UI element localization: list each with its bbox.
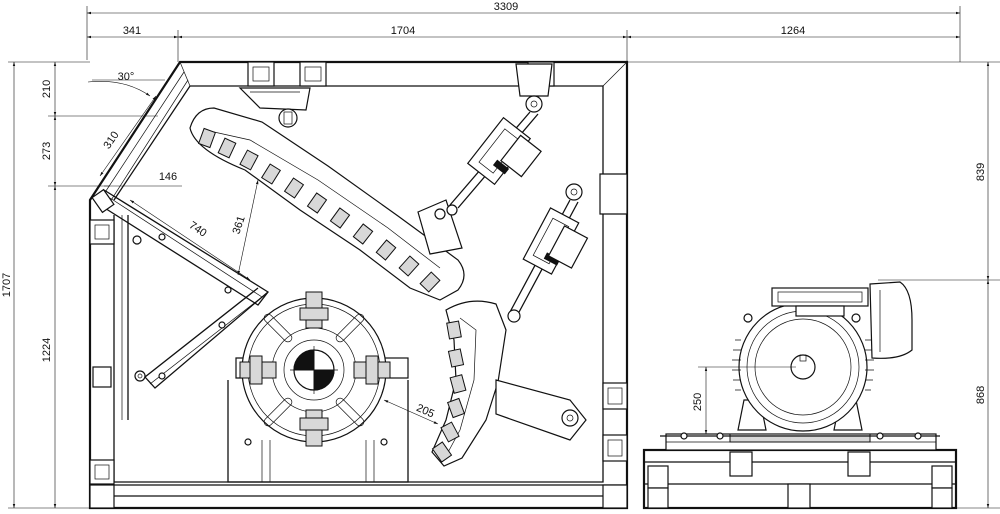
dim-left-width: 341 (123, 25, 141, 37)
lower-apron-teeth (431, 320, 467, 463)
dim-overall-width: 3309 (494, 1, 518, 13)
dim-overall-height: 1707 (1, 273, 13, 297)
upper-apron-teeth (197, 127, 441, 293)
dim-height-lower: 1224 (41, 338, 53, 362)
dim-apron-gap: 361 (231, 214, 248, 235)
lower-adjust-rod (507, 173, 628, 323)
dim-angle: 30° (118, 71, 135, 83)
upper-adjust-rod (446, 63, 553, 216)
dim-height-top: 210 (41, 80, 53, 98)
dim-grate-length: 740 (187, 219, 209, 239)
dim-motor-shaft: 250 (692, 393, 704, 411)
right-dimensions: 839 868 (620, 61, 1000, 509)
dim-gap-146: 146 (159, 171, 177, 183)
dim-rotor-gap: 205 (414, 402, 436, 420)
motor-assembly: 250 (642, 281, 958, 510)
left-dimensions: 1707 210 273 1224 (1, 61, 158, 509)
dim-right-upper: 839 (975, 163, 987, 181)
upper-apron (189, 87, 465, 301)
lower-apron (431, 300, 587, 467)
top-dimensions: 3309 341 1704 1264 (86, 1, 961, 62)
dim-motor-width: 1264 (781, 25, 805, 37)
dim-height-second: 273 (41, 142, 53, 160)
rotor-blow-bars (239, 291, 391, 447)
dim-right-lower: 868 (975, 386, 987, 404)
rotor-slots (263, 313, 365, 427)
crusher-frame (88, 60, 629, 510)
dim-feed-opening: 310 (101, 129, 121, 151)
rotor (227, 291, 409, 483)
dim-main-width: 1704 (391, 25, 415, 37)
frame-posts (89, 61, 628, 509)
motor-cooling-fins (732, 339, 874, 391)
